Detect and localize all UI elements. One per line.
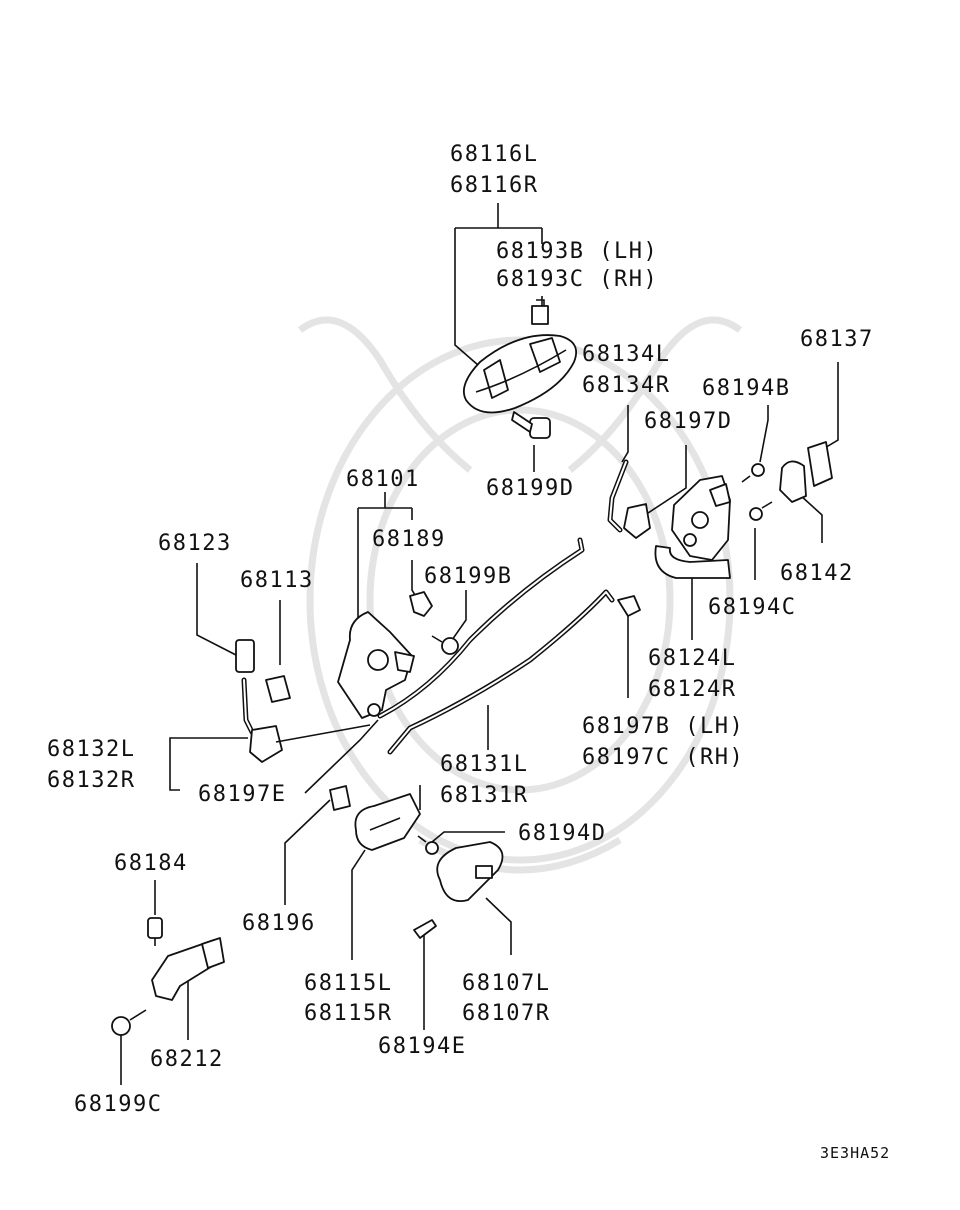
label-68124L: 68124L: [648, 646, 736, 671]
label-68113: 68113: [240, 568, 314, 593]
label-68115L: 68115L: [304, 971, 392, 996]
bolt-68184: [147, 917, 163, 946]
diagram-code: 3E3HA52: [820, 1144, 890, 1162]
label-68142: 68142: [780, 561, 854, 586]
label-68137: 68137: [800, 327, 874, 352]
part-labels: 68116L 68116R 68193B (LH) 68193C (RH) 68…: [47, 142, 890, 1162]
label-68124R: 68124R: [648, 677, 736, 702]
block-68113: [265, 675, 291, 703]
screw-68194E: [413, 919, 437, 939]
handle-bolt: [511, 411, 551, 439]
label-68194D: 68194D: [518, 821, 606, 846]
label-68212: 68212: [150, 1047, 224, 1072]
lock-clip-68189: [409, 591, 433, 617]
screw-68194D: [417, 835, 439, 855]
clip-68197BC: [617, 595, 641, 617]
label-68134R: 68134R: [582, 373, 670, 398]
label-68131R: 68131R: [440, 783, 528, 808]
label-68197B: 68197B (LH): [582, 714, 744, 739]
label-68194C: 68194C: [708, 595, 796, 620]
label-68184: 68184: [114, 851, 188, 876]
label-68132R: 68132R: [47, 768, 135, 793]
label-68199B: 68199B: [424, 564, 512, 589]
label-68197C: 68197C (RH): [582, 745, 744, 770]
label-68131L: 68131L: [440, 752, 528, 777]
screw-68194C: [749, 501, 773, 521]
label-68194E: 68194E: [378, 1034, 466, 1059]
label-68199C: 68199C: [74, 1092, 162, 1117]
handle-clip: [531, 299, 549, 325]
label-68132L: 68132L: [47, 737, 135, 762]
inside-handle: [354, 793, 421, 851]
striker: [779, 460, 807, 503]
label-68116L: 68116L: [450, 142, 538, 167]
label-68197D: 68197D: [644, 409, 732, 434]
clip-68197D: [623, 503, 651, 539]
door-check-arm: [151, 937, 225, 1001]
label-68107R: 68107R: [462, 1001, 550, 1026]
door-latch-assembly: [654, 475, 731, 579]
label-68116R: 68116R: [450, 173, 538, 198]
bolt-68199C: [111, 1009, 147, 1036]
label-68199D: 68199D: [486, 476, 574, 501]
outside-handle: [462, 334, 578, 414]
door-lock-main: [337, 611, 415, 719]
leader-lines: [120, 203, 839, 1085]
label-68101: 68101: [346, 467, 420, 492]
label-68134L: 68134L: [582, 342, 670, 367]
parts-artwork: [111, 299, 833, 1036]
label-68123: 68123: [158, 531, 232, 556]
label-68194B: 68194B: [702, 376, 790, 401]
screw-68194B: [741, 463, 765, 483]
label-68196: 68196: [242, 911, 316, 936]
clip-68196: [329, 785, 351, 811]
striker-plate: [807, 441, 833, 487]
pad-68123: [235, 639, 255, 673]
label-68189: 68189: [372, 527, 446, 552]
inside-handle-bezel: [436, 841, 504, 902]
label-68193C: 68193C (RH): [496, 267, 658, 292]
lever-68132: [249, 724, 371, 763]
label-68197E: 68197E: [198, 782, 286, 807]
bolt-68199B: [431, 635, 459, 655]
label-68115R: 68115R: [304, 1001, 392, 1026]
label-68193B: 68193B (LH): [496, 239, 658, 264]
label-68107L: 68107L: [462, 971, 550, 996]
